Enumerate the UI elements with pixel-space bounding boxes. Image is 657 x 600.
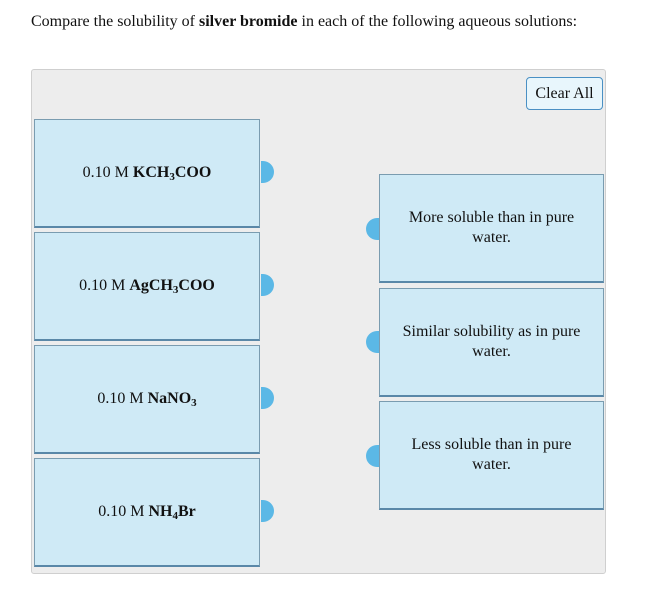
- target-less-soluble[interactable]: Less soluble than in pure water.: [379, 401, 604, 510]
- formula-part: COO: [174, 164, 212, 181]
- formula-subscript: 3: [169, 171, 175, 183]
- connector-handle-item-3[interactable]: [261, 387, 274, 409]
- question-suffix: in each of the following aqueous solutio…: [297, 13, 578, 30]
- target-label: More soluble than in pure water.: [408, 209, 575, 246]
- target-similar-solubility[interactable]: Similar solubility as in pure water.: [379, 288, 604, 397]
- formula-part: NH: [148, 503, 173, 520]
- question-compound: silver bromide: [198, 13, 298, 30]
- item-kch3coo[interactable]: 0.10 M KCH3COO: [34, 119, 260, 228]
- formula-part: NaNO: [147, 390, 192, 407]
- item-label: 0.10 M NaNO3: [97, 390, 197, 409]
- question-text: Compare the solubility of silver bromide…: [31, 13, 577, 31]
- formula-part: KCH: [132, 164, 170, 181]
- item-label: 0.10 M KCH3COO: [82, 164, 212, 183]
- item-nano3[interactable]: 0.10 M NaNO3: [34, 345, 260, 454]
- connector-handle-item-4[interactable]: [261, 500, 274, 522]
- item-label: 0.10 M NH4Br: [98, 503, 196, 522]
- connector-handle-item-2[interactable]: [261, 274, 274, 296]
- target-label: Less soluble than in pure water.: [411, 436, 572, 473]
- item-concentration: 0.10 M: [79, 277, 130, 294]
- question-prefix: Compare the solubility of: [31, 13, 199, 30]
- formula-subscript: 3: [191, 397, 197, 409]
- item-concentration: 0.10 M: [82, 164, 133, 181]
- item-formula: NH4Br: [148, 503, 196, 522]
- formula-subscript: 3: [172, 284, 179, 296]
- formula-part: COO: [178, 277, 215, 294]
- connector-handle-target-3[interactable]: [366, 445, 379, 467]
- item-formula: NaNO3: [147, 390, 197, 409]
- clear-all-button[interactable]: Clear All: [526, 77, 603, 110]
- item-label: 0.10 M AgCH3COO: [79, 277, 215, 296]
- target-label: Similar solubility as in pure water.: [402, 323, 581, 360]
- formula-subscript: 4: [172, 510, 178, 522]
- connector-handle-target-2[interactable]: [366, 331, 379, 353]
- item-concentration: 0.10 M: [98, 503, 149, 520]
- item-formula: KCH3COO: [132, 164, 212, 183]
- formula-part: AgCH: [129, 277, 173, 294]
- item-formula: AgCH3COO: [129, 277, 215, 296]
- target-more-soluble[interactable]: More soluble than in pure water.: [379, 174, 604, 283]
- connector-handle-target-1[interactable]: [366, 218, 379, 240]
- item-nh4br[interactable]: 0.10 M NH4Br: [34, 458, 260, 567]
- item-agch3coo[interactable]: 0.10 M AgCH3COO: [34, 232, 260, 341]
- connector-handle-item-1[interactable]: [261, 161, 274, 183]
- formula-part: Br: [177, 503, 196, 520]
- item-concentration: 0.10 M: [97, 390, 148, 407]
